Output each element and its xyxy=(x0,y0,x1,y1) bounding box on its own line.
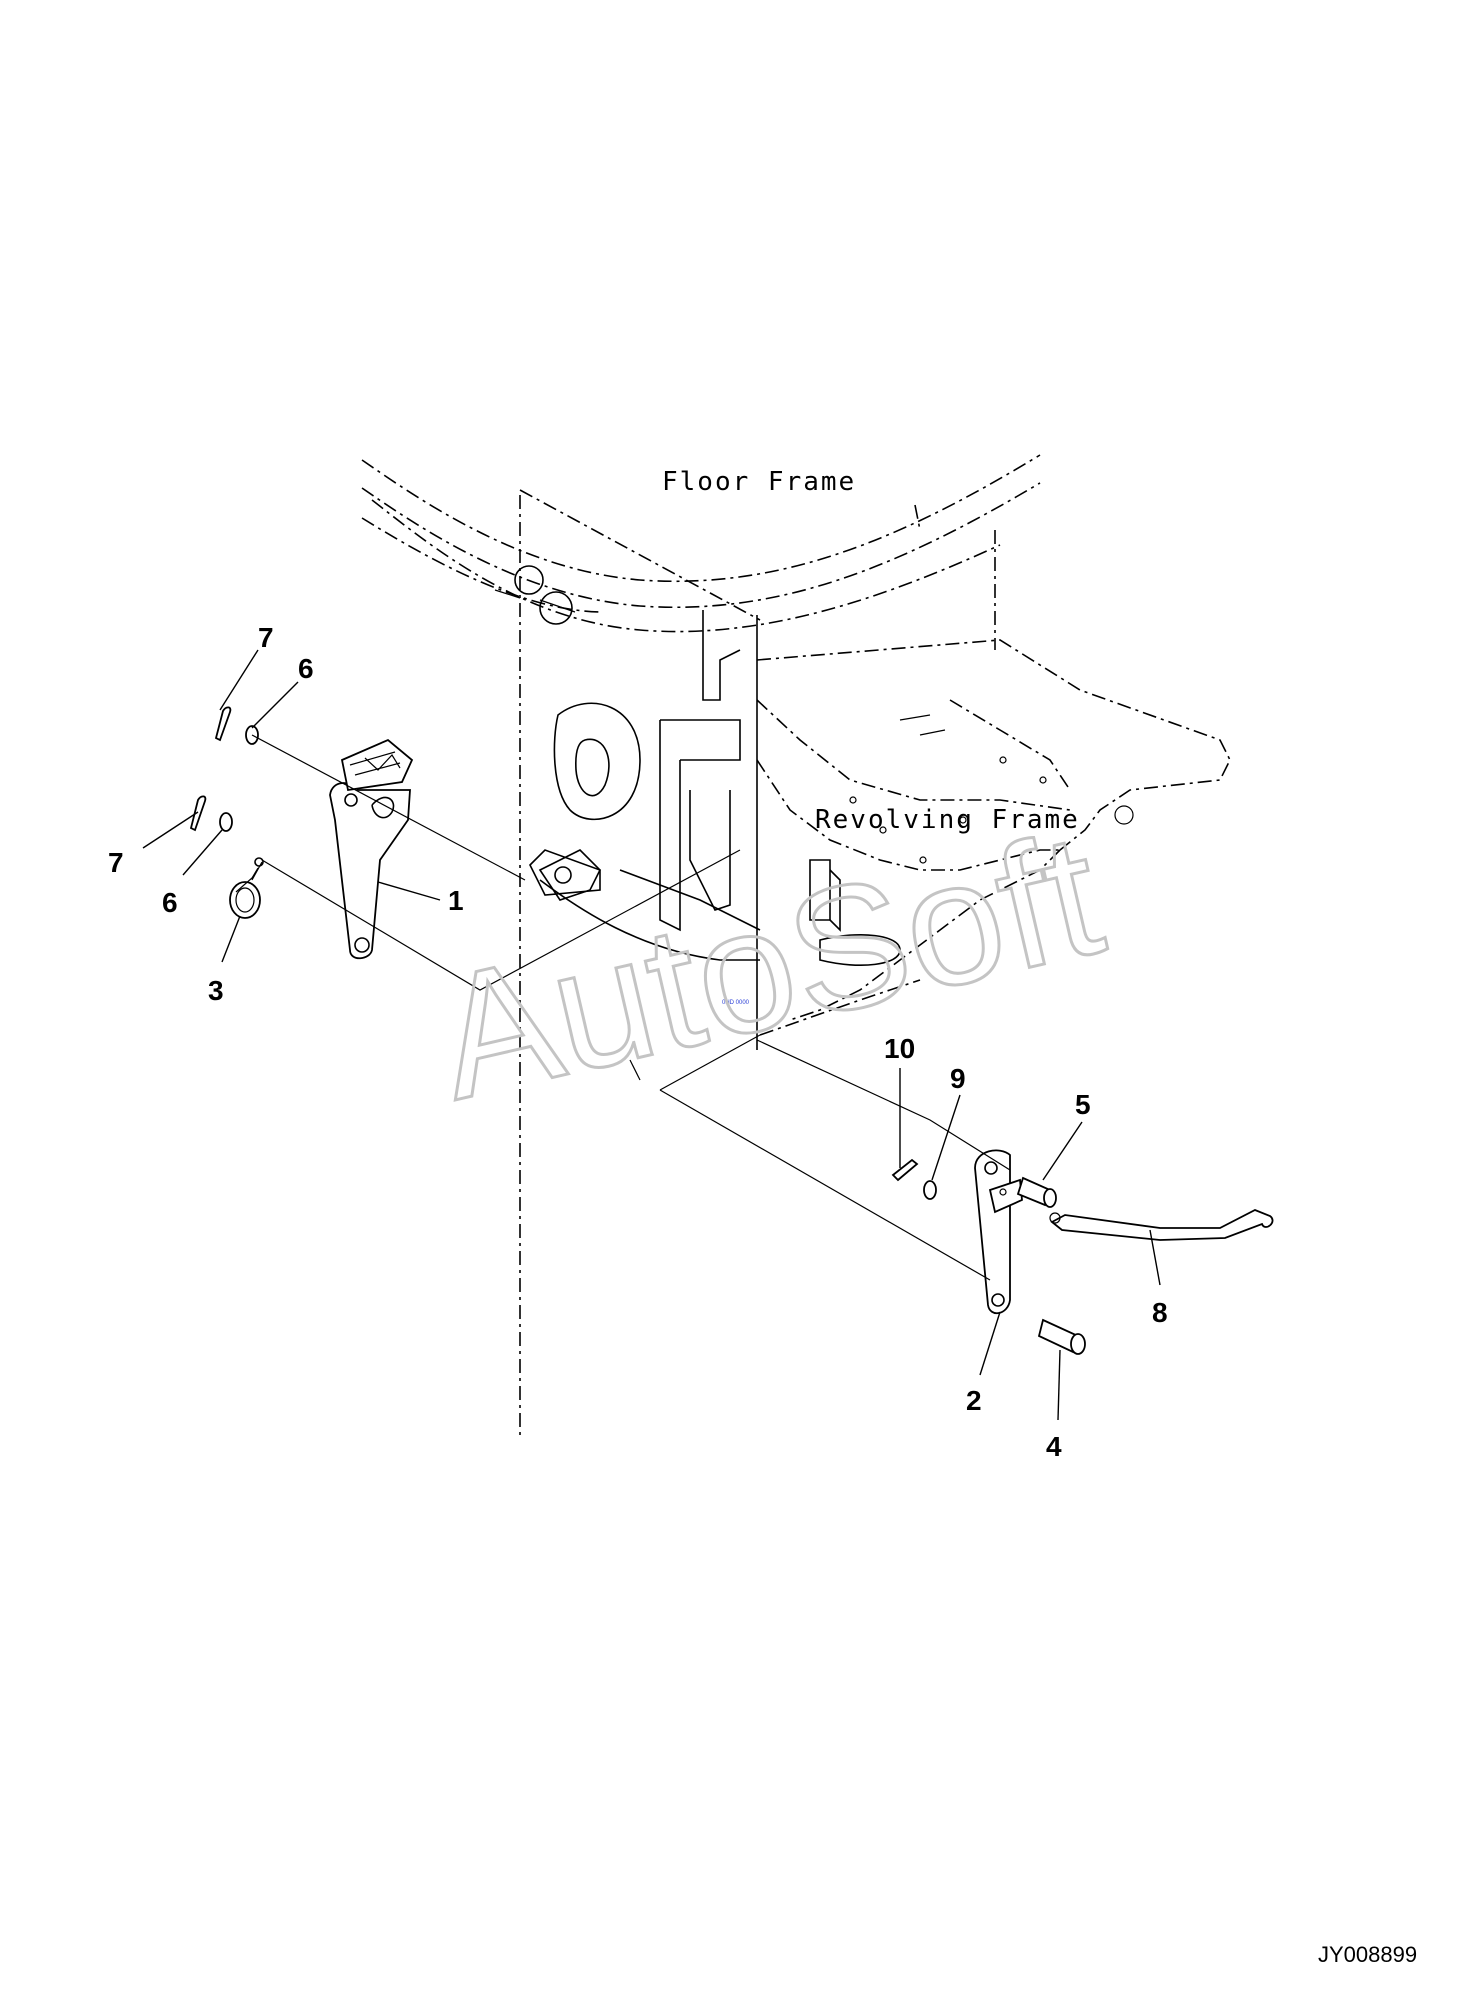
cotter-pin-part-10[interactable] xyxy=(891,1158,919,1182)
callout-5: 5 xyxy=(1075,1089,1091,1120)
drawing-code: JY008899 xyxy=(1318,1942,1417,1967)
callout-leaders xyxy=(142,649,1161,1421)
callout-6-top: 6 xyxy=(298,653,314,684)
left-bracket xyxy=(529,849,601,896)
floor-frame-outline xyxy=(361,454,1041,1440)
callout-10: 10 xyxy=(884,1033,915,1064)
revolving-frame-outline xyxy=(756,639,1231,1036)
callout-6-mid: 6 xyxy=(162,887,178,918)
cotter-pin-7-top[interactable] xyxy=(214,706,232,742)
vertical-mount-plate xyxy=(538,610,761,1050)
spring-part-3[interactable] xyxy=(229,857,264,919)
assembly-lines-lower xyxy=(629,1034,1011,1281)
callout-8: 8 xyxy=(1152,1297,1168,1328)
revolving-frame-label: Revolving Frame xyxy=(815,805,1080,835)
callout-7-top: 7 xyxy=(258,622,274,653)
callout-3: 3 xyxy=(208,975,224,1006)
pin-part-5[interactable] xyxy=(1016,1176,1057,1208)
cotter-pin-7-mid[interactable] xyxy=(189,795,207,832)
center-marker-text: 0HD 0000 xyxy=(722,1000,750,1006)
callout-2: 2 xyxy=(966,1385,982,1416)
lower-linkage-part-2[interactable] xyxy=(974,1149,1023,1314)
rod-part-8[interactable] xyxy=(1049,1209,1274,1241)
pin-part-4[interactable] xyxy=(1037,1318,1086,1355)
autosoft-watermark: AutoSoft xyxy=(420,796,1118,1137)
callout-7-mid: 7 xyxy=(108,847,124,878)
assembly-lines-upper xyxy=(251,734,741,991)
callout-1: 1 xyxy=(448,885,464,916)
callout-9: 9 xyxy=(950,1063,966,1094)
washer-6-mid[interactable] xyxy=(219,812,233,832)
floor-frame-label: Floor Frame xyxy=(662,467,856,497)
callout-4: 4 xyxy=(1046,1431,1062,1462)
washer-part-9[interactable] xyxy=(923,1180,937,1200)
